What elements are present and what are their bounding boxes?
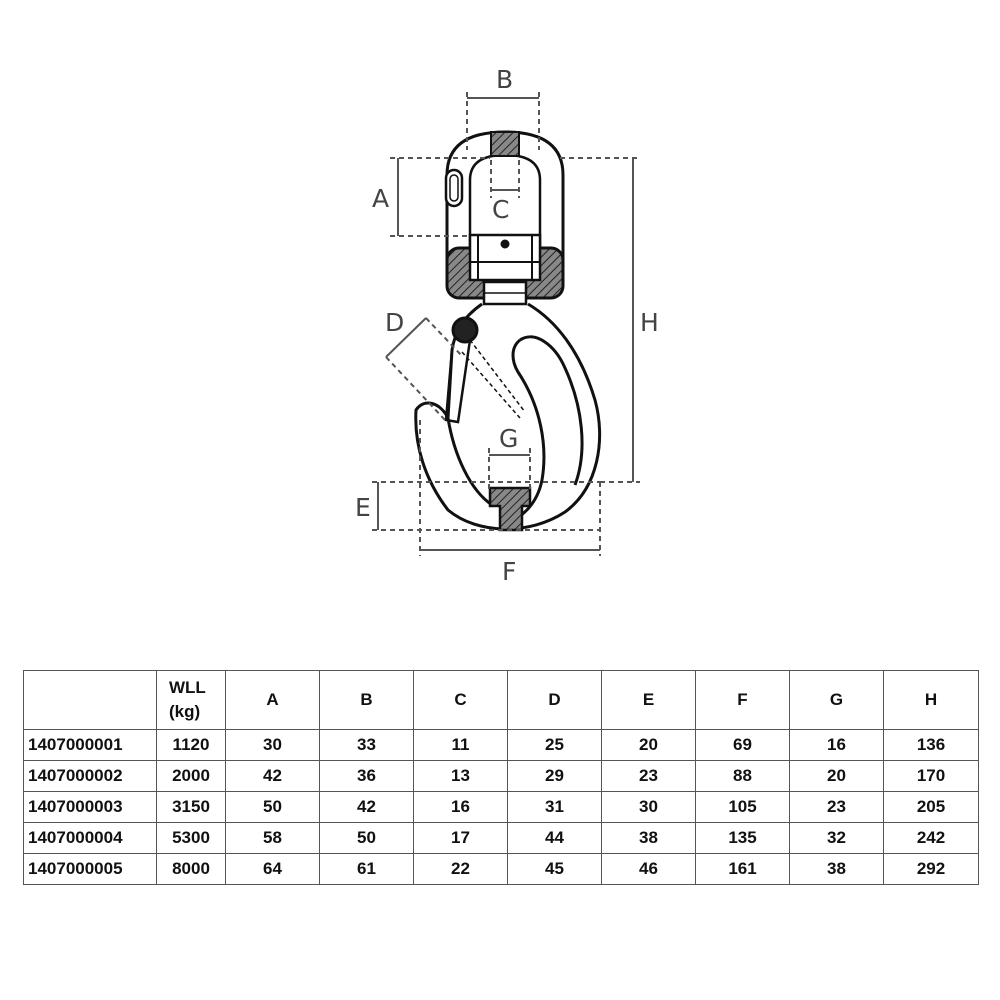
cell-wll: 5300 [156, 822, 226, 854]
cell-e: 20 [601, 729, 696, 761]
cell-d: 45 [507, 853, 602, 885]
cell-code: 1407000005 [23, 853, 157, 885]
cell-a: 50 [225, 791, 320, 823]
dim-label-b: B [496, 65, 513, 94]
cell-a: 58 [225, 822, 320, 854]
cell-code: 1407000003 [23, 791, 157, 823]
cell-h: 170 [883, 760, 979, 792]
cell-wll: 8000 [156, 853, 226, 885]
cell-f: 69 [695, 729, 790, 761]
cell-b: 50 [319, 822, 414, 854]
dim-label-g: G [499, 424, 518, 453]
cell-d: 44 [507, 822, 602, 854]
cell-code: 1407000004 [23, 822, 157, 854]
cell-wll: 3150 [156, 791, 226, 823]
swivel-hook-diagram: B C A H D G E F [355, 65, 659, 586]
table-row: 1407000002 2000 42 36 13 29 23 88 20 170 [23, 760, 979, 792]
dim-label-c: C [492, 195, 509, 224]
dim-label-e: E [355, 493, 371, 522]
cell-wll: 1120 [156, 729, 226, 761]
cell-c: 17 [413, 822, 508, 854]
cell-g: 23 [789, 791, 884, 823]
dim-label-h: H [640, 308, 659, 337]
cell-g: 38 [789, 853, 884, 885]
cell-g: 20 [789, 760, 884, 792]
cell-g: 32 [789, 822, 884, 854]
cell-e: 30 [601, 791, 696, 823]
cell-f: 105 [695, 791, 790, 823]
cell-h: 136 [883, 729, 979, 761]
cell-b: 42 [319, 791, 414, 823]
spec-table: WLL (kg) A B C D E F G H 1407000001 1120… [23, 670, 979, 885]
cell-f: 135 [695, 822, 790, 854]
cell-f: 88 [695, 760, 790, 792]
cell-h: 292 [883, 853, 979, 885]
cell-b: 61 [319, 853, 414, 885]
cell-wll: 2000 [156, 760, 226, 792]
dim-label-f: F [502, 557, 516, 586]
table-row: 1407000001 1120 30 33 11 25 20 69 16 136 [23, 729, 979, 761]
header-c: C [413, 670, 508, 730]
header-g: G [789, 670, 884, 730]
cell-code: 1407000001 [23, 729, 157, 761]
header-a: A [225, 670, 320, 730]
table-row: 1407000004 5300 58 50 17 44 38 135 32 24… [23, 822, 979, 854]
header-wll: WLL (kg) [156, 670, 226, 730]
header-d: D [507, 670, 602, 730]
cell-h: 205 [883, 791, 979, 823]
cell-a: 30 [225, 729, 320, 761]
cell-b: 33 [319, 729, 414, 761]
cell-e: 23 [601, 760, 696, 792]
cell-d: 25 [507, 729, 602, 761]
swivel-eye [444, 130, 565, 306]
header-f: F [695, 670, 790, 730]
header-b: B [319, 670, 414, 730]
cell-e: 46 [601, 853, 696, 885]
header-wll-line1: WLL [169, 678, 206, 697]
cell-code: 1407000002 [23, 760, 157, 792]
cell-d: 31 [507, 791, 602, 823]
cell-c: 11 [413, 729, 508, 761]
cell-f: 161 [695, 853, 790, 885]
header-wll-line2: (kg) [169, 702, 201, 721]
cell-a: 64 [225, 853, 320, 885]
header-e: E [601, 670, 696, 730]
dimension-lines [372, 92, 640, 556]
hook-body [414, 302, 602, 532]
header-h: H [883, 670, 979, 730]
cell-d: 29 [507, 760, 602, 792]
cell-h: 242 [883, 822, 979, 854]
table-row: 1407000005 8000 64 61 22 45 46 161 38 29… [23, 853, 979, 885]
table-header-row: WLL (kg) A B C D E F G H [23, 670, 979, 730]
header-code [23, 670, 157, 730]
cell-c: 13 [413, 760, 508, 792]
cell-a: 42 [225, 760, 320, 792]
table-row: 1407000003 3150 50 42 16 31 30 105 23 20… [23, 791, 979, 823]
cell-e: 38 [601, 822, 696, 854]
dim-label-d: D [385, 308, 404, 337]
cell-b: 36 [319, 760, 414, 792]
dim-label-a: A [372, 184, 389, 213]
cell-c: 16 [413, 791, 508, 823]
cell-c: 22 [413, 853, 508, 885]
cell-g: 16 [789, 729, 884, 761]
